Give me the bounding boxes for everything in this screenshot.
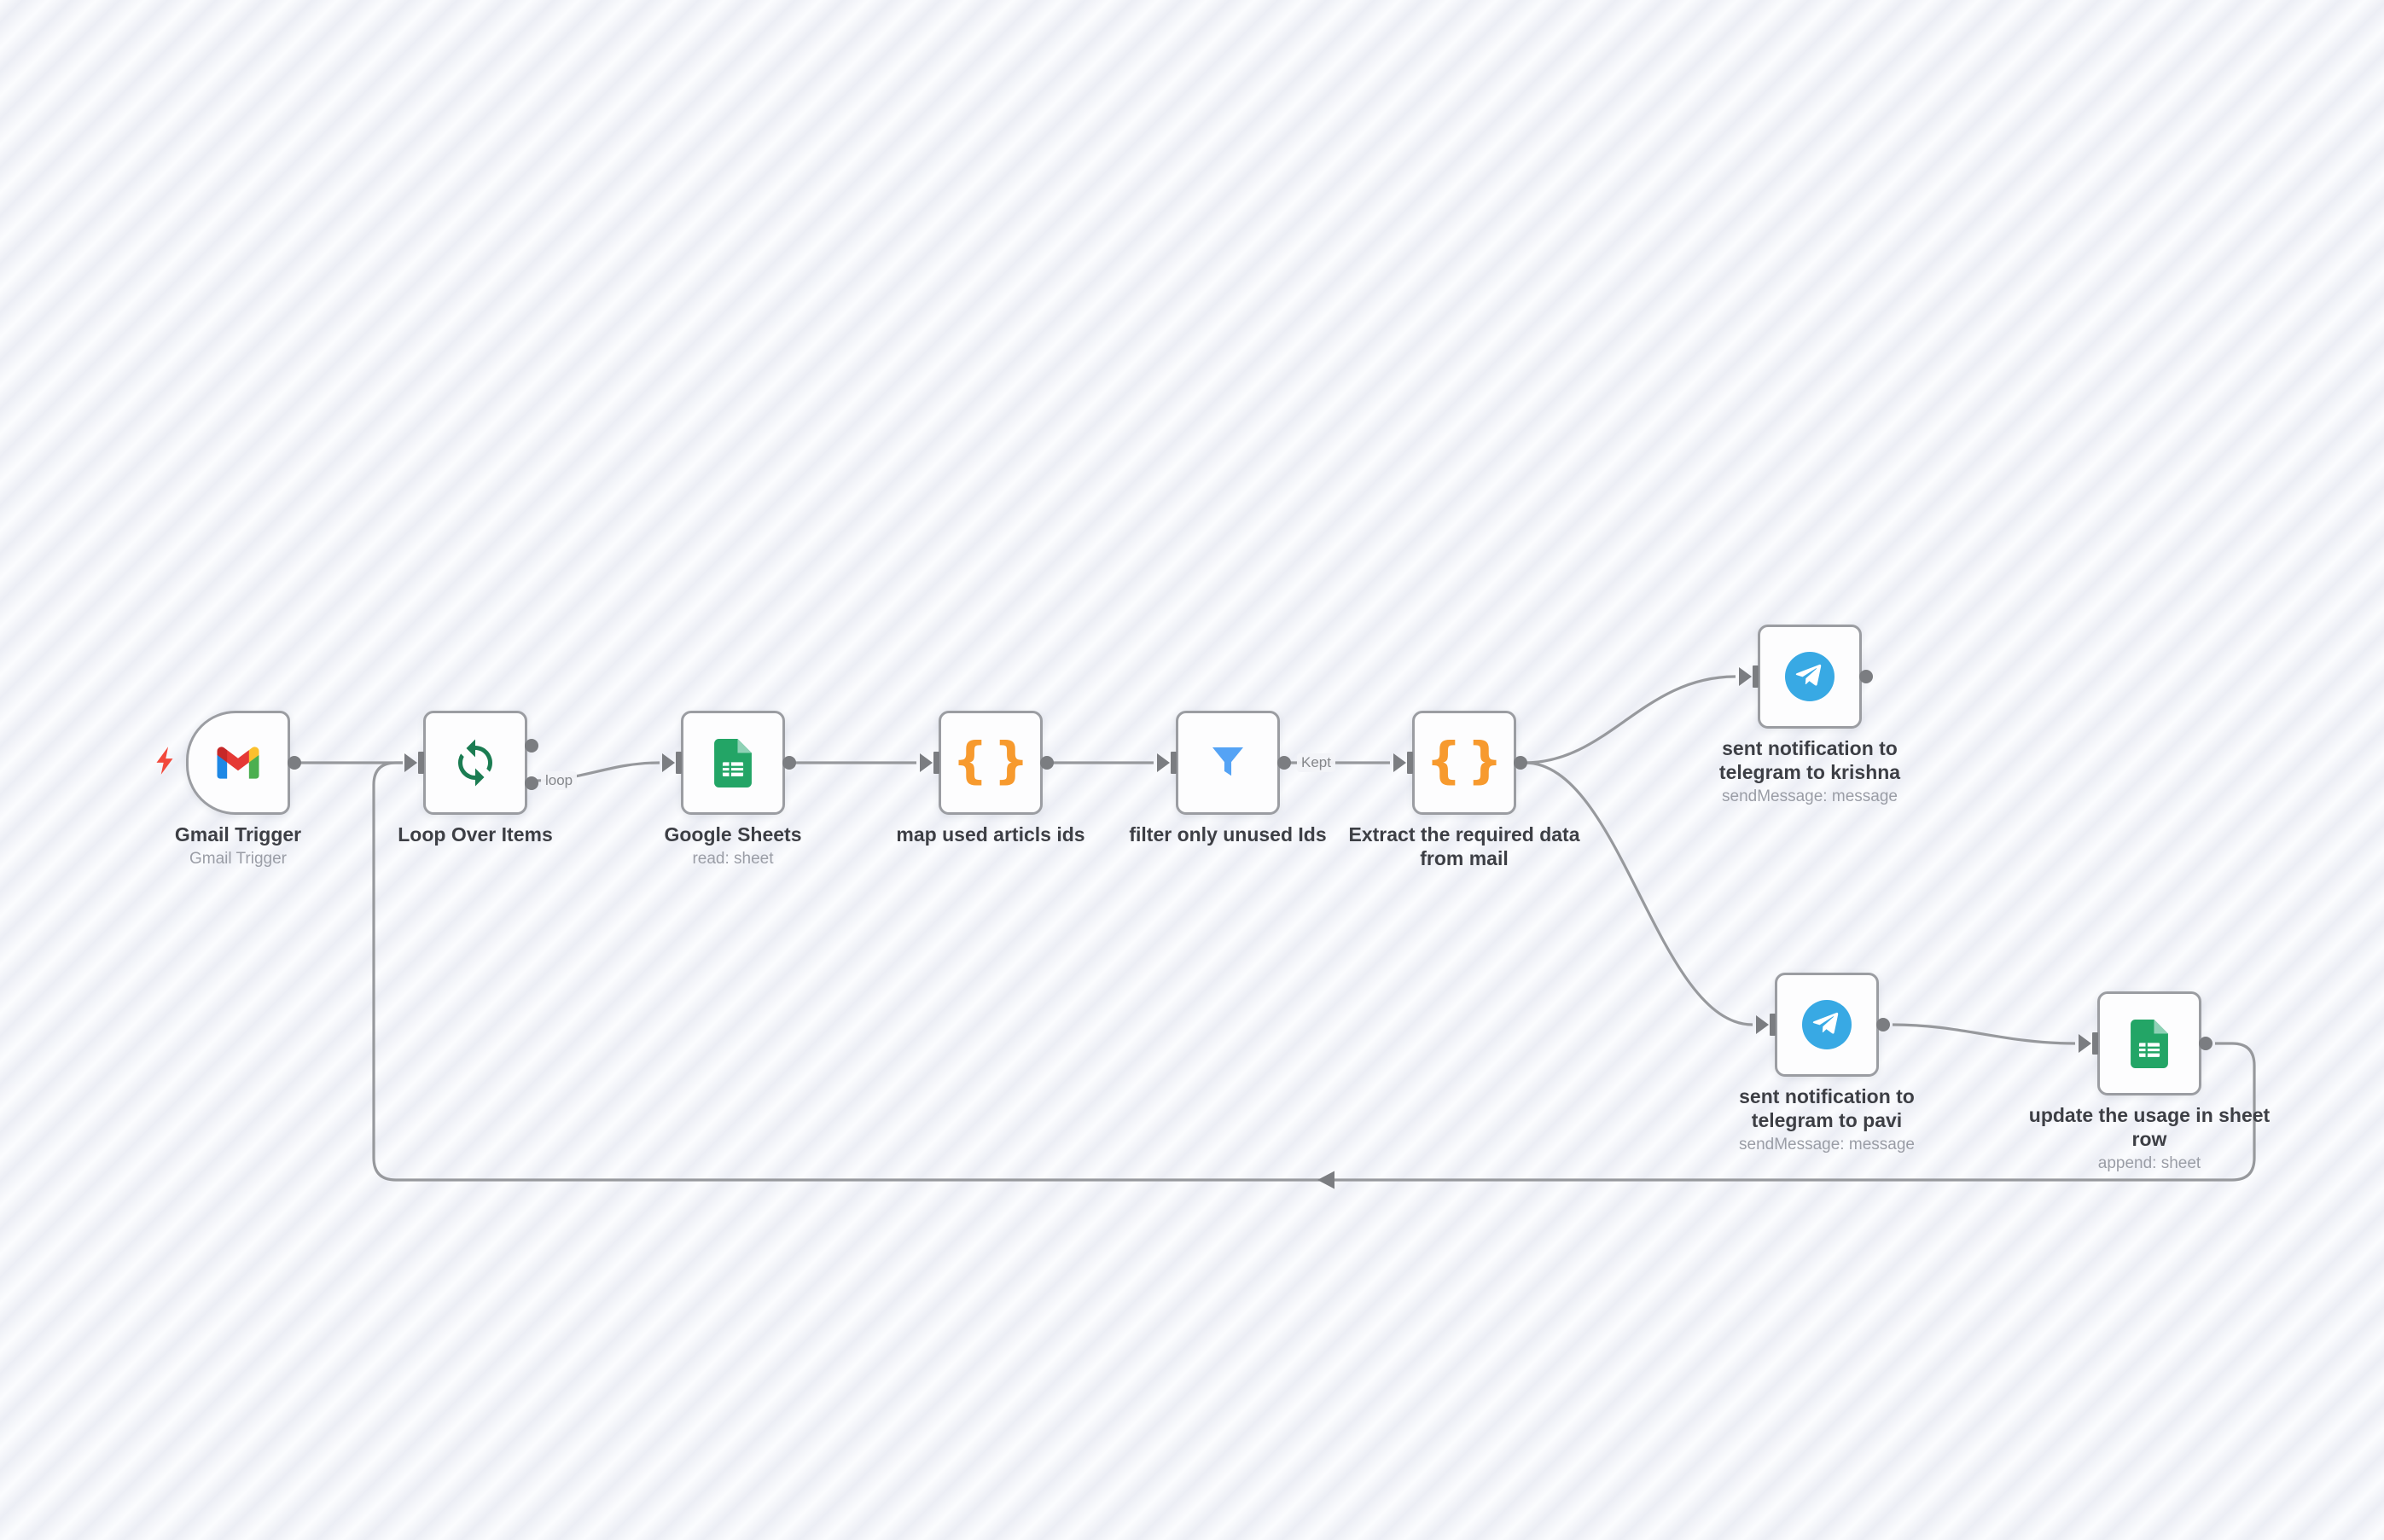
output-port[interactable] [1876,1018,1890,1032]
node-label: Loop Over Items [398,823,553,846]
input-port[interactable] [1407,752,1413,774]
node-box[interactable] [2079,991,2212,1095]
input-port-arrow-icon[interactable] [1393,753,1406,772]
node-label: filter only unused Ids [1129,823,1327,846]
edge-label-loop: loop [541,771,578,790]
node-label: Gmail Trigger [174,823,302,846]
input-port[interactable] [933,752,939,774]
edge-label-kept: Kept [1297,753,1335,772]
node-subtitle: sendMessage: message [1722,787,1898,805]
input-port[interactable] [418,752,424,774]
input-port[interactable] [2092,1032,2098,1055]
node-box[interactable]: {} [1393,711,1527,815]
node-box[interactable] [156,711,301,815]
input-port[interactable] [1770,1014,1776,1036]
code-braces-icon: {} [952,731,1035,789]
node-google-sheets[interactable]: Google Sheets read: sheet [662,711,802,868]
output-port[interactable] [1040,756,1054,770]
output-port[interactable] [1859,670,1873,683]
input-port-arrow-icon[interactable] [1157,753,1170,772]
node-box[interactable] [404,711,538,815]
node-label: sent notification to telegram to krishna [1718,737,1901,783]
node-box[interactable] [662,711,796,815]
node-label: Google Sheets [664,823,802,846]
output-port-loop[interactable] [525,776,538,790]
node-box[interactable] [1157,711,1291,815]
node-extract-required-data[interactable]: {} Extract the required data from mail [1349,711,1579,869]
output-port[interactable] [2199,1037,2212,1050]
input-port-arrow-icon[interactable] [1739,667,1752,686]
output-port[interactable] [1514,756,1527,770]
input-port-arrow-icon[interactable] [662,753,675,772]
node-box[interactable] [1756,973,1890,1077]
input-port-arrow-icon[interactable] [1756,1015,1769,1034]
edge-pavi-to-update[interactable] [1892,1023,2076,1045]
loopback-arrowhead [1317,1171,1334,1189]
node-telegram-pavi[interactable]: sent notification to telegram to pavi se… [1739,973,1915,1154]
output-port[interactable] [782,756,796,770]
input-port-arrow-icon[interactable] [404,753,417,772]
node-gmail-trigger[interactable]: Gmail Trigger Gmail Trigger [156,711,301,868]
node-map-used-articls-ids[interactable]: {} map used articls ids [896,711,1085,846]
node-box[interactable]: {} [920,711,1054,815]
node-label: map used articls ids [896,823,1085,846]
gmail-icon [214,739,262,787]
node-subtitle: sendMessage: message [1739,1136,1915,1154]
node-box[interactable] [1739,625,1873,729]
node-subtitle: append: sheet [2097,1154,2201,1172]
node-subtitle: Gmail Trigger [189,850,288,868]
output-port-done[interactable] [525,739,538,753]
node-update-usage-sheet-row[interactable]: update the usage in sheet row append: sh… [2029,991,2270,1172]
telegram-icon [1802,1000,1852,1049]
input-port[interactable] [1753,665,1759,688]
loop-sync-icon [450,737,501,788]
input-port-arrow-icon[interactable] [2079,1034,2091,1053]
input-port[interactable] [676,752,682,774]
node-label: sent notification to telegram to pavi [1739,1085,1915,1131]
node-telegram-krishna[interactable]: sent notification to telegram to krishna… [1719,625,1900,805]
node-loop-over-items[interactable]: Loop Over Items [398,711,553,846]
input-port[interactable] [1171,752,1177,774]
node-filter-only-unused-ids[interactable]: filter only unused Ids [1129,711,1327,846]
node-label: update the usage in sheet row [2028,1104,2271,1150]
output-port[interactable] [1277,756,1291,770]
output-port[interactable] [288,756,301,770]
input-port-arrow-icon[interactable] [920,753,933,772]
code-braces-icon: {} [1426,731,1509,789]
filter-funnel-icon [1205,740,1251,786]
node-subtitle: read: sheet [692,850,774,868]
node-label: Extract the required data from mail [1348,823,1580,869]
google-sheets-icon [714,738,752,787]
google-sheets-icon [2131,1019,2168,1068]
telegram-icon [1785,652,1835,701]
trigger-bolt-icon [151,746,182,781]
